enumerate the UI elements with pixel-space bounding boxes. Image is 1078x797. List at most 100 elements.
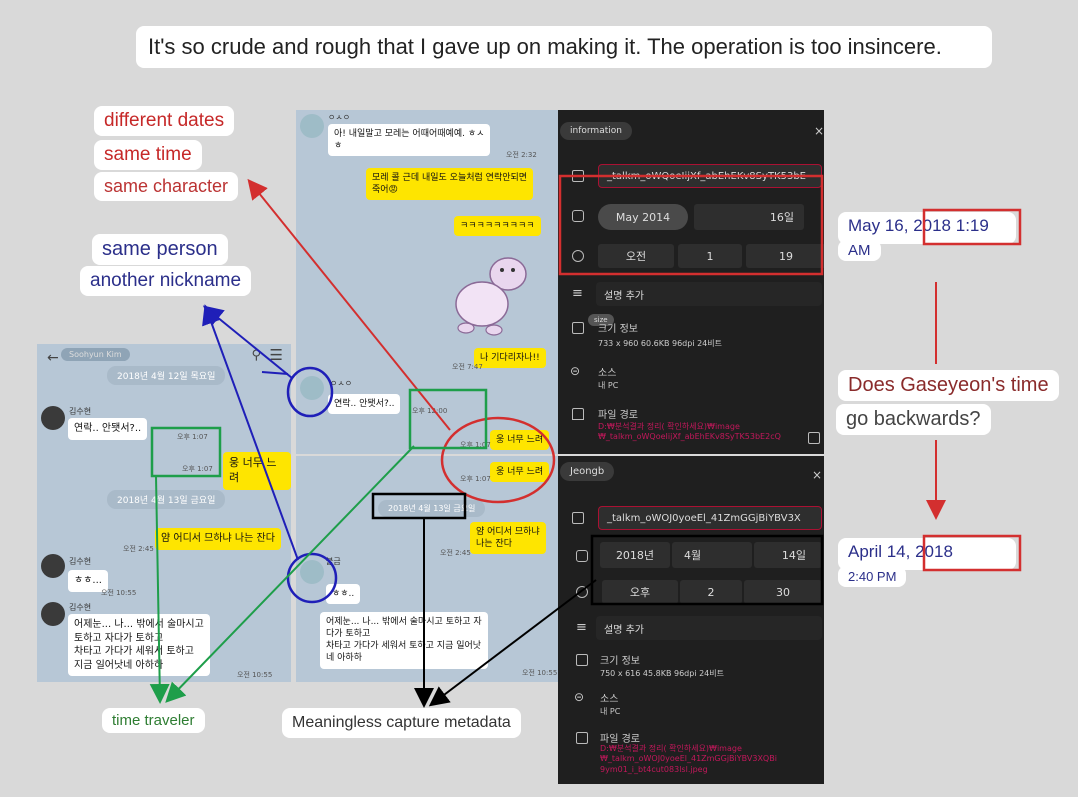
note-different-dates: different dates <box>94 106 235 136</box>
message-time: 오전 10:55 <box>237 671 273 679</box>
message-bubble: 연락.. 안됏서?.. <box>68 418 148 440</box>
sender-name: ㅇㅅㅇ <box>328 113 351 122</box>
message-time: 오전 10:55 <box>101 589 137 597</box>
description-field[interactable]: 설명 추가 <box>596 616 822 640</box>
message-bubble: 연락.. 안됏서?.. <box>328 394 401 415</box>
clock-icon <box>576 586 588 598</box>
message-time: 오후 12:00 <box>412 407 448 415</box>
minute-field[interactable]: 19 <box>746 244 824 268</box>
message-time: 오전 2:45 <box>123 545 154 553</box>
message-time: 오전 7:47 <box>452 363 483 371</box>
filename-field[interactable]: _talkm_oWOJ0yoeEl_41ZmGGjBiYBV3X <box>598 506 822 530</box>
clock-icon <box>572 250 584 262</box>
size-value: 733 x 960 60.6KB 96dpi 24비트 <box>598 339 722 348</box>
size-label: 크기 정보 <box>598 324 638 335</box>
size-value: 750 x 616 45.8KB 96dpi 24비트 <box>600 669 724 678</box>
note-time-traveler: time traveler <box>102 708 205 733</box>
description-field[interactable]: 설명 추가 <box>596 282 822 306</box>
day-field[interactable]: 16일 <box>694 204 804 230</box>
reply-bubble: 웅 너무 느려 <box>490 430 550 451</box>
message-bubble: 어제눈... 나... 밖에서 술마시고 토하고 자다가 토하고 차타고 가다가… <box>68 614 210 676</box>
message-bubble: 아! 내일말고 모레는 어때어때예예. ㅎㅅ ㅎ <box>328 124 491 157</box>
date-divider: 2018년 4월 13일 금요일 <box>378 500 486 517</box>
left-chat-screenshot: ← Soohyun Kim ⚲ ☰ 2018년 4월 12일 목요일 김수현 연… <box>37 344 291 682</box>
path-label: 파일 경로 <box>600 734 640 745</box>
sender-name: 김수현 <box>69 603 92 612</box>
avatar <box>300 114 324 138</box>
year-field[interactable]: 2018년 <box>600 542 670 568</box>
source-label: 소스 <box>600 694 619 705</box>
hour-field[interactable]: 2 <box>680 580 742 604</box>
message-time: 오후 1:07 <box>460 475 491 483</box>
avatar <box>41 602 65 626</box>
path-value: D:₩분석결과 정리( 확인하세요)₩image ₩_talkm_oWQoeIi… <box>598 422 781 442</box>
note-another-nickname: another nickname <box>80 266 252 296</box>
hour-field[interactable]: 1 <box>678 244 742 268</box>
avatar <box>300 376 324 400</box>
menu-icon[interactable]: ☰ <box>269 346 283 364</box>
close-icon[interactable]: × <box>812 468 823 482</box>
size-pill: size <box>588 314 614 326</box>
list-icon: ≡ <box>572 286 583 301</box>
source-value: 내 PC <box>598 381 619 390</box>
message-time: 오전 10:55 <box>522 669 558 677</box>
filename-text: _talkm_oWQoeIijXf_abEhEKv8SyTK53bE <box>607 170 806 182</box>
middle-top-chat-screenshot: ㅇㅅㅇ 아! 내일말고 모레는 어때어때예예. ㅎㅅ ㅎ 오전 2:32 모레 … <box>296 110 558 454</box>
description-placeholder: 설명 추가 <box>604 624 644 636</box>
note-same-time: same time <box>94 140 202 170</box>
message-bubble: ㅎㅎ... <box>68 570 108 592</box>
path-label: 파일 경로 <box>598 410 638 421</box>
bear-sticker <box>446 248 536 338</box>
note-date-top-ampm: AM <box>838 240 881 261</box>
month-field[interactable]: 4월 <box>672 542 752 568</box>
note-meaningless-metadata: Meaningless capture metadata <box>282 708 521 738</box>
message-time: 오후 1:07 <box>182 465 213 473</box>
day-field[interactable]: 14일 <box>754 542 822 568</box>
note-question-line2: go backwards? <box>836 404 991 435</box>
top-caption: It's so crude and rough that I gave up o… <box>136 26 992 68</box>
minute-field[interactable]: 30 <box>744 580 822 604</box>
image-icon <box>572 512 584 524</box>
middle-bottom-chat-screenshot: 웅 너무 느려 오후 1:07 2018년 4월 13일 금요일 얌 어디서 므… <box>296 456 558 682</box>
folder-icon <box>576 732 588 744</box>
info-panel-bottom: Jeongb × _talkm_oWOJ0yoeEl_41ZmGGjBiYBV3… <box>558 456 824 784</box>
reply-bubble: 웅 너무 느려 <box>490 462 550 483</box>
copy-icon[interactable] <box>808 432 820 444</box>
filename-field[interactable]: _talkm_oWQoeIijXf_abEhEKv8SyTK53bE <box>598 164 822 188</box>
image-icon <box>572 322 584 334</box>
avatar <box>41 406 65 430</box>
panel-title-pill: Jeongb <box>560 462 615 481</box>
link-icon: ⊝ <box>570 364 581 378</box>
message-time: 오전 2:32 <box>506 151 537 159</box>
source-label: 소스 <box>598 368 617 379</box>
message-bubble: 어제눈... 나... 밖에서 술마시고 토하고 자 다가 토하고 차타고 가다… <box>320 612 488 669</box>
sender-name: 김수현 <box>69 407 92 416</box>
size-label: 크기 정보 <box>600 656 640 667</box>
back-arrow-icon[interactable]: ← <box>47 350 59 366</box>
info-panel-top: information × _talkm_oWQoeIijXf_abEhEKv8… <box>558 110 824 454</box>
reply-bubble: 얌 어디서 므하냐 나는 잔다 <box>155 528 281 550</box>
avatar <box>300 560 324 584</box>
list-icon: ≡ <box>576 620 587 635</box>
image-icon <box>572 170 584 182</box>
close-icon[interactable]: × <box>814 124 824 138</box>
link-icon: ⊝ <box>574 690 585 704</box>
folder-icon <box>572 408 584 420</box>
search-icon[interactable]: ⚲ <box>251 348 261 363</box>
message-time: 오후 1:07 <box>177 433 208 441</box>
calendar-icon <box>576 550 588 562</box>
month-field[interactable]: May 2014 <box>598 204 688 230</box>
note-same-person: same person <box>92 234 228 265</box>
date-divider: 2018년 4월 13일 금요일 <box>107 490 226 509</box>
ampm-field[interactable]: 오후 <box>602 580 678 604</box>
ampm-field[interactable]: 오전 <box>598 244 674 268</box>
source-value: 내 PC <box>600 707 621 716</box>
note-question-line1: Does Gaseyeon's time <box>838 370 1059 401</box>
date-divider: 2018년 4월 12일 목요일 <box>107 366 226 385</box>
reply-bubble: 나 기다리자나!! <box>474 348 546 369</box>
reply-bubble: 얌 어디서 므하냐 나는 잔다 <box>470 522 546 555</box>
sender-name: ㅇㅅㅇ <box>330 379 353 388</box>
note-same-character: same character <box>94 172 239 201</box>
filename-text: _talkm_oWOJ0yoeEl_41ZmGGjBiYBV3X <box>607 512 801 524</box>
reply-bubble: ㅋㅋㅋㅋㅋㅋㅋㅋㅋ <box>454 216 541 237</box>
